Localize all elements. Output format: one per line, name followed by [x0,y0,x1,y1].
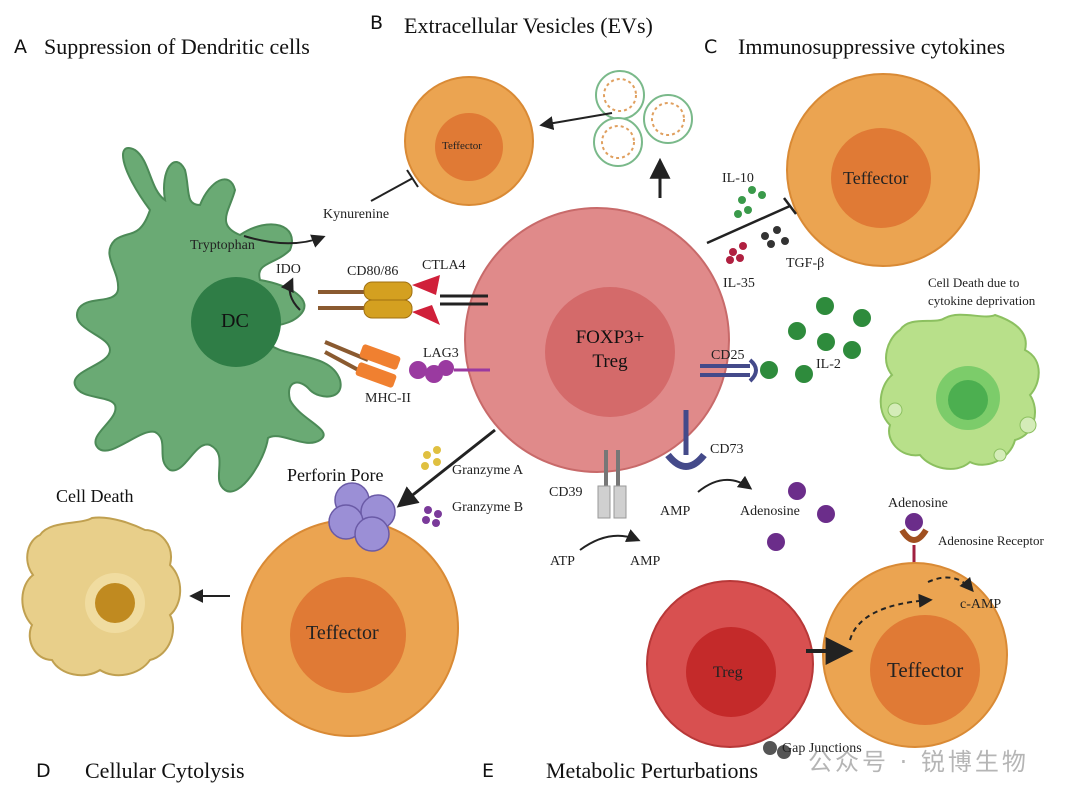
amp-label-2: AMP [630,554,661,569]
mhc-lag3-receptors [324,340,490,388]
mhc-ii-label: MHC-II [365,391,411,406]
arrows [189,112,974,665]
teffector-metabolic-label: Teffector [887,658,964,682]
teffector-cytokine-cell [786,73,980,267]
gap-junction-dots [763,741,791,759]
adenosine-molecules [767,482,923,551]
granzyme-a-dots [421,446,441,470]
il2-label: IL-2 [816,357,841,372]
cytokine-deprived-dying-cell [879,313,1040,470]
section-c-letter: C [704,36,718,58]
ctla4-label: CTLA4 [422,258,466,273]
cd25-label: CD25 [711,348,745,363]
extracellular-vesicles [593,70,693,167]
cytokine-dots [726,186,789,264]
section-e-letter: E [482,760,495,782]
teffector-cytokine-label: Teffector [843,168,909,188]
granzyme-a-label: Granzyme A [452,463,524,478]
gap-junctions-label: Gap Junctions [782,741,862,756]
cd80-86-label: CD80/86 [347,264,399,279]
granzyme-b-label: Granzyme B [452,500,524,515]
treg-center-label: FOXP3+ Treg [575,327,645,372]
tgfb-label: TGF-β [786,256,825,271]
teffector-ev-label: Teffector [442,140,482,152]
dead-tan-cell [21,516,182,677]
teffector-ev-cell [404,76,534,206]
perforin-pore [328,482,396,552]
section-b-letter: B [370,12,384,34]
il10-label: IL-10 [722,171,754,186]
watermark: 公众号 · 锐博生物 [808,748,1029,776]
adenosine-label-1: Adenosine [740,504,800,519]
il2-molecules [760,297,871,383]
section-a-letter: A [14,36,27,58]
lag3-label: LAG3 [423,346,459,361]
kynurenine-label: Kynurenine [323,207,390,222]
kynurenine-inhibition [370,169,419,202]
adenosine-label-2: Adenosine [888,496,948,511]
cd80-ctla4-receptors [318,275,488,325]
amp-label-1: AMP [660,504,691,519]
cd25-receptor [700,358,758,383]
il35-label: IL-35 [723,276,755,291]
dc-label: DC [221,310,249,332]
section-b-title: Extracellular Vesicles (EVs) [404,13,653,38]
cd73-enzyme [665,410,707,470]
central-treg-cell [464,207,730,473]
teffector-cytolysis-cell [241,519,459,737]
teffector-cytolysis-label: Teffector [306,622,379,644]
section-e-title: Metabolic Perturbations [546,758,759,783]
section-d-title: Cellular Cytolysis [85,758,245,783]
adenosine-receptor-label: Adenosine Receptor [938,533,1044,548]
cd39-label: CD39 [549,485,583,500]
treg-small-label: Treg [713,664,743,681]
treg-small-cell [646,580,814,748]
cd73-label: CD73 [710,442,744,457]
teffector-metabolic-cell [822,562,1008,748]
atp-label: ATP [550,554,575,569]
camp-label: c-AMP [960,597,1002,612]
tryptophan-label: Tryptophan [190,238,255,253]
ido-label: IDO [276,262,301,277]
section-c-title: Immunosuppressive cytokines [738,34,1006,59]
perforin-pore-label: Perforin Pore [287,465,384,485]
section-d-letter: D [36,760,51,782]
cell-death-cytokine-label: Cell Death due to cytokine deprivation [928,275,1036,308]
section-a-title: Suppression of Dendritic cells [44,34,310,59]
cytokine-inhibition-line [706,204,791,245]
dendritic-cell [73,147,342,493]
cell-death-label: Cell Death [56,486,134,506]
cd39-enzyme [597,450,627,519]
granzyme-b-dots [422,506,442,527]
